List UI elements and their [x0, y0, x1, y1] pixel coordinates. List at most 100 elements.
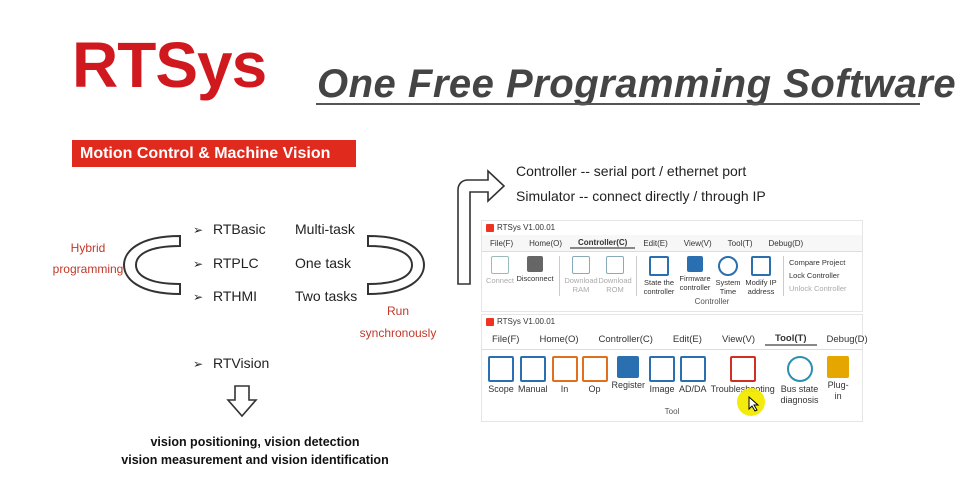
menu-edit[interactable]: Edit(E)	[643, 238, 668, 248]
controller-ribbon-window: RTSys V1.00.01 File(F) Home(O) Controlle…	[481, 220, 863, 312]
run-label: Run synchronously	[352, 300, 444, 344]
menu-controller[interactable]: Controller(C)	[570, 238, 636, 249]
troubleshooting-button[interactable]: Troubleshooting	[711, 356, 775, 406]
image-icon	[649, 356, 676, 382]
compare-project-button[interactable]: Compare Project	[789, 258, 846, 267]
item-feature: One task	[295, 255, 352, 271]
list-item-rthmi: ➢ RTHMI Two tasks	[193, 287, 357, 305]
modify-ip-button[interactable]: Modify IP address	[744, 256, 778, 296]
controller-side-actions: Compare Project Lock Controller Unlock C…	[789, 256, 847, 296]
firmware-controller-button[interactable]: Firmware controller	[678, 256, 712, 296]
down-arrow-icon	[226, 385, 258, 418]
connect-icon	[491, 256, 509, 274]
tool-label: Modify IP address	[745, 278, 777, 296]
vision-line1: vision positioning, vision detection	[150, 435, 360, 449]
image-button[interactable]: Image	[649, 356, 676, 406]
plugin-icon	[827, 356, 850, 378]
in-icon	[551, 356, 578, 382]
bus-state-diagnosis-button[interactable]: Bus state diagnosis	[779, 356, 821, 406]
menu-tool[interactable]: Tool(T)	[727, 238, 753, 248]
menu-home[interactable]: Home(O)	[539, 333, 579, 345]
run-label-line2: synchronously	[359, 326, 437, 340]
hybrid-label-line1: Hybrid	[70, 241, 106, 255]
tool-label: Firmware controller	[679, 274, 711, 292]
arrow-bullet-icon: ➢	[193, 257, 204, 271]
run-label-line1: Run	[386, 304, 409, 318]
item-name: RTBasic	[213, 221, 266, 237]
menu-bar: File(F) Home(O) Controller(C) Edit(E) Vi…	[482, 235, 862, 252]
toolbar-separator	[636, 256, 637, 296]
mouse-pointer-icon	[748, 396, 760, 412]
tool-label: Manual	[518, 384, 548, 394]
item-name: RTHMI	[213, 288, 258, 304]
window-title: RTSys V1.00.01	[497, 317, 556, 326]
menu-debug[interactable]: Debug(D)	[768, 238, 804, 248]
download-rom-button[interactable]: Download ROM	[598, 256, 632, 296]
item-name: RTVision	[213, 355, 270, 371]
ip-icon	[751, 256, 771, 276]
firmware-icon	[687, 256, 703, 272]
menu-file[interactable]: File(F)	[490, 238, 514, 248]
menu-bar: File(F) Home(O) Controller(C) Edit(E) Vi…	[482, 329, 868, 350]
disconnect-icon	[527, 256, 543, 272]
list-item-rtplc: ➢ RTPLC One task	[193, 254, 351, 272]
tool-label: Image	[649, 384, 675, 394]
menu-home[interactable]: Home(O)	[529, 238, 562, 248]
register-icon	[617, 356, 640, 378]
tool-label: State the controller	[643, 278, 675, 296]
op-button[interactable]: Op	[581, 356, 608, 406]
scope-button[interactable]: Scope	[488, 356, 514, 406]
hybrid-label-line2: programming	[52, 262, 124, 276]
controller-group-label: Controller	[694, 297, 730, 306]
item-name: RTPLC	[213, 255, 259, 271]
left-arc-icon	[122, 234, 181, 296]
adda-icon	[679, 356, 706, 382]
scope-icon	[488, 356, 514, 382]
system-time-button[interactable]: System Time	[714, 256, 742, 296]
arrow-bullet-icon: ➢	[193, 357, 204, 371]
disconnect-button[interactable]: Disconnect	[516, 256, 554, 296]
elbow-arrow-icon	[457, 169, 506, 285]
tagline-underline	[316, 103, 920, 105]
adda-button[interactable]: AD/DA	[679, 356, 707, 406]
state-controller-button[interactable]: State the controller	[642, 256, 676, 296]
list-item-rtvision: ➢ RTVision	[193, 354, 295, 372]
tool-label: Register	[611, 380, 646, 390]
brand-title: RTSys	[72, 29, 267, 101]
lock-controller-button[interactable]: Lock Controller	[789, 271, 840, 280]
item-feature: Two tasks	[295, 288, 358, 304]
tool-label: Plug-in	[827, 380, 849, 401]
unlock-controller-button[interactable]: Unlock Controller	[789, 284, 847, 293]
controller-connection: Controller -- serial port / ethernet por…	[516, 163, 747, 179]
menu-debug[interactable]: Debug(D)	[826, 333, 868, 345]
item-feature: Multi-task	[295, 221, 355, 237]
tool-toolbar: Scope Manual In Op Register Image AD/DA	[482, 350, 862, 406]
toolbar-separator	[559, 256, 560, 296]
menu-file[interactable]: File(F)	[492, 333, 520, 345]
out-icon	[581, 356, 608, 382]
menu-tool[interactable]: Tool(T)	[765, 333, 817, 346]
tagline: One Free Programming Software	[317, 62, 957, 106]
menu-view[interactable]: View(V)	[721, 333, 756, 345]
tool-label: AD/DA	[679, 384, 707, 394]
hybrid-label: Hybrid programming	[38, 238, 138, 280]
manual-button[interactable]: Manual	[518, 356, 548, 406]
vision-description: vision positioning, vision detection vis…	[70, 433, 440, 469]
tool-label: Op	[588, 384, 601, 394]
in-button[interactable]: In	[551, 356, 578, 406]
rtsys-logo-icon	[486, 224, 494, 232]
category-badge: Motion Control & Machine Vision	[72, 140, 356, 167]
tool-label: Scope	[488, 384, 514, 394]
register-button[interactable]: Register	[611, 356, 646, 406]
toolbar-separator	[783, 256, 784, 296]
connect-button[interactable]: Connect	[486, 256, 514, 296]
menu-edit[interactable]: Edit(E)	[672, 333, 702, 345]
clock-icon	[718, 256, 738, 276]
download-ram-button[interactable]: Download RAM	[564, 256, 598, 296]
plugin-button[interactable]: Plug-in	[824, 356, 852, 406]
tool-label: System Time	[715, 278, 741, 296]
tool-label: Bus state diagnosis	[780, 384, 819, 405]
menu-view[interactable]: View(V)	[683, 238, 712, 248]
menu-controller[interactable]: Controller(C)	[598, 333, 653, 345]
arrow-bullet-icon: ➢	[193, 290, 204, 304]
